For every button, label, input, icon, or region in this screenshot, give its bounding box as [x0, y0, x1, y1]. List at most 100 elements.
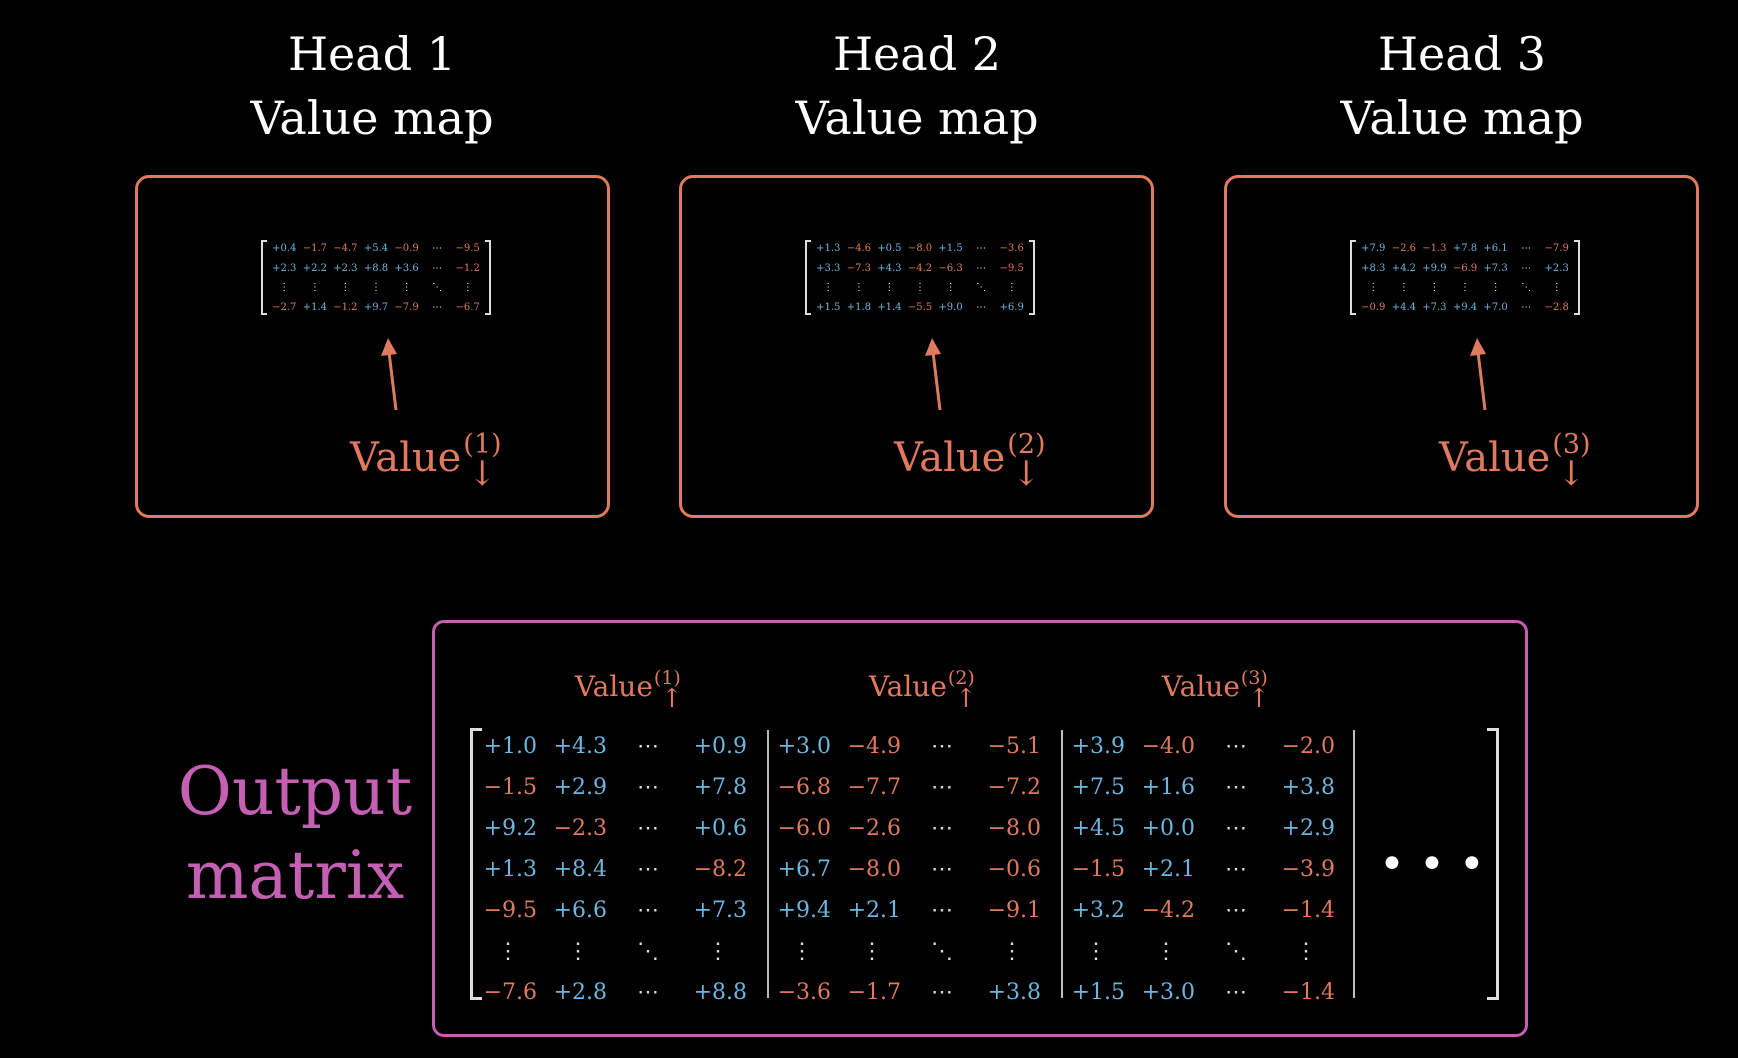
matrix-cell: −1.2 [333, 301, 358, 313]
matrix-cell: −2.0 [1281, 734, 1335, 759]
matrix-cell: +9.9 [1422, 262, 1447, 274]
matrix-cell: −0.9 [1361, 301, 1386, 313]
head-3-value-map-box: +7.9−2.6−1.3+7.8+6.1⋯−7.9+8.3+4.2+9.9−6.… [1224, 175, 1699, 518]
mini-matrix-grid: +7.9−2.6−1.3+7.8+6.1⋯−7.9+8.3+4.2+9.9−6.… [1358, 243, 1572, 321]
matrix-cell: −8.0 [987, 816, 1041, 841]
matrix-cell: +9.7 [363, 301, 389, 313]
matrix-cell: ⋮ [914, 282, 925, 293]
matrix-cell: ⋱ [637, 939, 659, 964]
output-column-3-header: Value(3) ↑ [1162, 661, 1270, 713]
matrix-cell: −0.9 [394, 243, 419, 254]
value-text: Value [1162, 670, 1240, 703]
matrix-cell: −2.8 [1544, 301, 1569, 313]
matrix-cell: ⋮ [791, 939, 813, 964]
value-text: Value [350, 435, 462, 481]
matrix-cell: +9.4 [777, 898, 831, 923]
matrix-cell: +5.4 [363, 243, 389, 254]
matrix-cell: ⋮ [497, 939, 519, 964]
up-arrow-icon [1470, 338, 1487, 411]
matrix-cell: ⋯ [432, 243, 443, 254]
value-text: Value [869, 670, 947, 703]
matrix-cell: −7.3 [846, 262, 871, 274]
head-subtitle-line: Value map [1340, 91, 1584, 145]
down-arrow-icon: ↓ [1557, 454, 1586, 494]
head-2-value-map-box: +1.3−4.6+0.5−8.0+1.5⋯−3.6+3.3−7.3+4.3−4.… [679, 175, 1154, 518]
matrix-cell: +0.5 [877, 243, 902, 254]
matrix-cell: ⋮ [1398, 282, 1409, 293]
head-title-line: Head 1 [287, 27, 457, 81]
matrix-cell: +4.2 [1391, 262, 1416, 274]
matrix-cell: ⋮ [1429, 282, 1440, 293]
head-2-title: Head 2 Value map [737, 22, 1097, 150]
matrix-cell: −9.5 [483, 898, 537, 923]
matrix-cell: −1.7 [302, 243, 327, 254]
matrix-cell: −1.3 [1422, 243, 1447, 254]
matrix-cell: +7.3 [1483, 262, 1508, 274]
matrix-cell: +3.8 [1281, 775, 1335, 800]
value-text: Value [575, 670, 653, 703]
matrix-cell: ⋮ [340, 282, 351, 293]
matrix-cell: +8.8 [693, 980, 747, 1005]
matrix-cell: −1.4 [1281, 898, 1335, 923]
matrix-cell: +4.4 [1391, 301, 1416, 313]
output-label-line1: Output [177, 753, 413, 830]
up-arrow-icon: ↑ [1248, 684, 1270, 714]
matrix-cell: +0.9 [693, 734, 747, 759]
matrix-cell: −6.8 [777, 775, 831, 800]
matrix-cell: −9.5 [999, 262, 1024, 274]
value-label: Value(3) [1439, 421, 1591, 482]
matrix-cell: ⋯ [931, 734, 953, 759]
matrix-cell: +3.8 [987, 980, 1041, 1005]
matrix-cell: ⋯ [637, 816, 659, 841]
matrix-cell: +3.6 [394, 262, 419, 274]
matrix-cell: ⋮ [1490, 282, 1501, 293]
matrix-cell: ⋮ [1368, 282, 1379, 293]
matrix-cell: −7.6 [483, 980, 537, 1005]
matrix-cell: +2.1 [1141, 857, 1195, 882]
matrix-cell: ⋯ [976, 301, 987, 313]
mini-matrix-grid: +1.3−4.6+0.5−8.0+1.5⋯−3.6+3.3−7.3+4.3−4.… [813, 243, 1027, 321]
matrix-cell: −7.7 [847, 775, 901, 800]
output-column-2-header: Value(2) ↑ [869, 661, 977, 713]
matrix-cell: +2.8 [553, 980, 607, 1005]
left-bracket [1350, 240, 1356, 315]
matrix-cell: ⋱ [432, 282, 443, 293]
up-arrow-icon [925, 338, 942, 411]
matrix-cell: +1.5 [938, 243, 963, 254]
matrix-cell: −6.0 [777, 816, 831, 841]
matrix-cell: +1.5 [816, 301, 841, 313]
head-1-mini-matrix: +0.4−1.7−4.7+5.4−0.9⋯−9.5+2.3+2.2+2.3+8.… [261, 240, 491, 315]
matrix-cell: −6.3 [938, 262, 963, 274]
value-label: Value(1) [350, 421, 502, 482]
matrix-cell: +0.0 [1141, 816, 1195, 841]
matrix-cell: +4.3 [877, 262, 902, 274]
matrix-cell: +1.8 [846, 301, 871, 313]
matrix-cell: +8.8 [363, 262, 389, 274]
right-bracket [485, 240, 491, 315]
output-left-bracket [470, 728, 482, 1000]
matrix-cell: +7.3 [1422, 301, 1447, 313]
matrix-cell: ⋯ [1225, 980, 1247, 1005]
value-text: Value [894, 435, 1006, 481]
output-right-bracket [1487, 728, 1499, 1000]
down-arrow-icon: ↓ [468, 454, 497, 494]
head-1-value-map-box: +0.4−1.7−4.7+5.4−0.9⋯−9.5+2.3+2.2+2.3+8.… [135, 175, 610, 518]
value-superscript: (3) [1240, 667, 1268, 689]
matrix-cell: ⋯ [432, 262, 443, 274]
matrix-cell: ⋮ [1085, 939, 1107, 964]
matrix-cell: +7.9 [1361, 243, 1386, 254]
matrix-cell: +6.6 [553, 898, 607, 923]
matrix-cell: −8.0 [907, 243, 933, 254]
right-bracket [1029, 240, 1035, 315]
matrix-cell: −7.2 [987, 775, 1041, 800]
matrix-cell: ⋱ [931, 939, 953, 964]
down-arrow-icon: ↓ [1012, 454, 1041, 494]
matrix-cell: ⋮ [567, 939, 589, 964]
matrix-cell: +1.3 [816, 243, 841, 254]
matrix-cell: ⋯ [931, 816, 953, 841]
matrix-cell: +7.3 [693, 898, 747, 923]
right-bracket [1574, 240, 1580, 315]
matrix-cell: +8.4 [553, 857, 607, 882]
matrix-cell: ⋮ [945, 282, 956, 293]
matrix-cell: ⋮ [462, 282, 473, 293]
